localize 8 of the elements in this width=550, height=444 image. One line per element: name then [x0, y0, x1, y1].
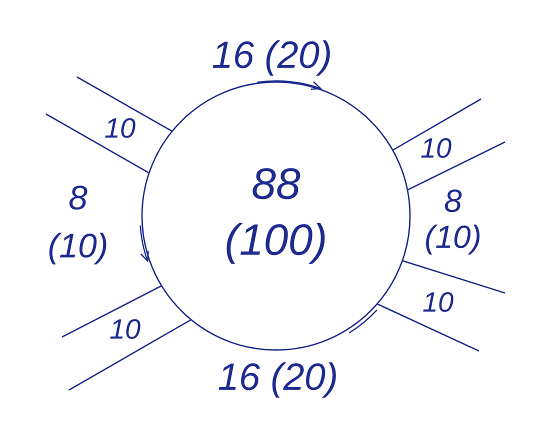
value-label: 8 (10) [49, 186, 106, 264]
channel-band: 10 [376, 260, 506, 352]
value-label: 16 (20) [218, 362, 336, 398]
value-label: 16 (20) [212, 40, 330, 76]
channel-band: 10 [392, 98, 506, 191]
channel-band: 10 [46, 76, 173, 174]
value-label: 8 (10) [426, 190, 480, 254]
channel-band: 10 [62, 285, 192, 391]
